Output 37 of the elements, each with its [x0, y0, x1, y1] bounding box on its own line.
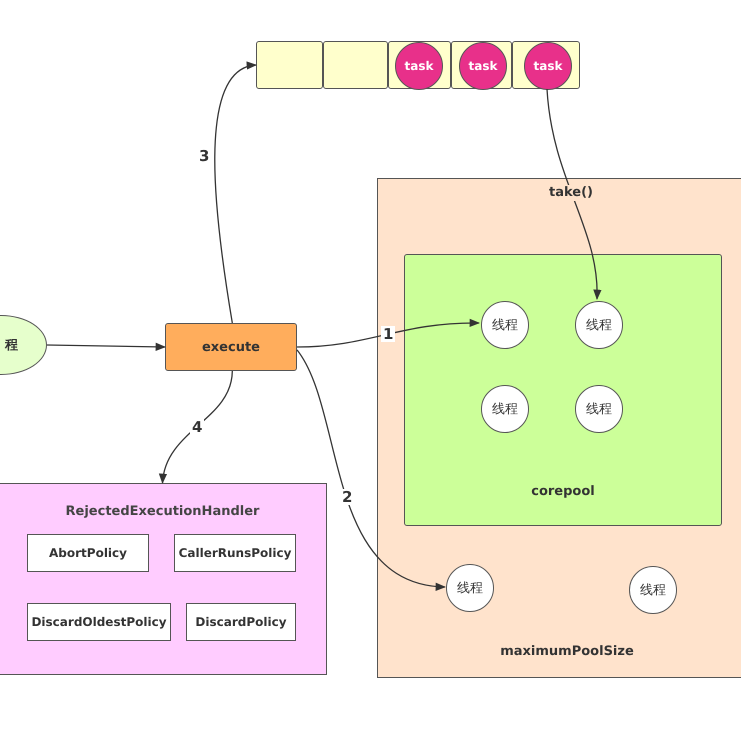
policy-box: CallerRunsPolicy: [174, 534, 296, 572]
edge-label: 4: [190, 419, 204, 435]
edge-label: 3: [197, 148, 212, 164]
edge-label: 2: [340, 489, 354, 505]
policy-box: DiscardOldestPolicy: [27, 603, 171, 641]
thread-circle: 线程: [481, 301, 529, 349]
queue-cell: [388, 41, 451, 89]
thread-circle: 线程: [481, 385, 529, 433]
task-circle: task: [395, 42, 443, 90]
group-title: RejectedExecutionHandler: [64, 504, 260, 519]
queue-cell: [323, 41, 388, 89]
arrow: [296, 350, 446, 590]
edge-label: take(): [547, 185, 595, 201]
policy-box: AbortPolicy: [27, 534, 149, 572]
policy-box: DiscardPolicy: [186, 603, 296, 641]
pool-box: [377, 178, 741, 678]
thread-circle: 线程: [575, 385, 623, 433]
queue-cell: [451, 41, 512, 89]
thread-circle: 线程: [446, 564, 494, 612]
group-title: maximumPoolSize: [499, 644, 635, 659]
queue-cell: [256, 41, 323, 89]
arrow: [296, 318, 480, 348]
task-circle: task: [524, 42, 572, 90]
arrow: [546, 88, 602, 300]
thread-circle: 线程: [629, 566, 677, 614]
thread-circle: 线程: [575, 301, 623, 349]
handler-box: [0, 483, 327, 675]
task-circle: task: [459, 42, 507, 90]
group-title: corepool: [530, 484, 596, 499]
queue-cell: [512, 41, 580, 89]
arrow: [46, 342, 166, 351]
start-ellipse: 程: [0, 315, 47, 375]
corepool-box: [404, 254, 722, 526]
execute-box: execute: [165, 323, 297, 371]
arrow: [160, 370, 233, 484]
arrow: [214, 63, 257, 324]
edge-label: 1: [381, 326, 396, 342]
